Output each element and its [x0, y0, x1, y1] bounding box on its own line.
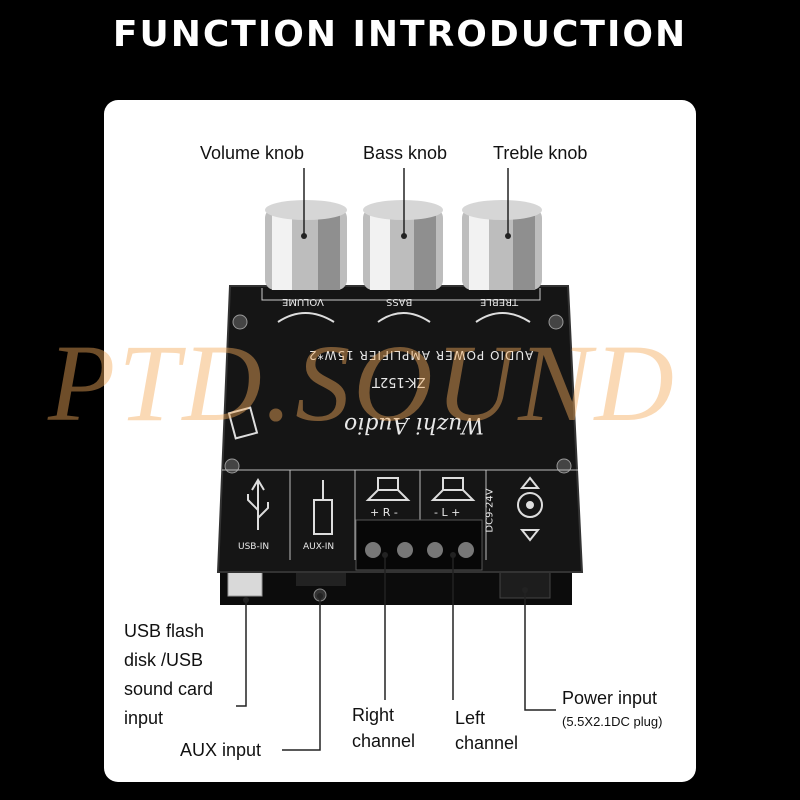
bass-arc	[377, 312, 431, 323]
watermark: PTD.SOUND	[48, 322, 677, 444]
volume-board-label: VOLUME	[282, 296, 324, 307]
volume-knob	[265, 200, 347, 290]
screw-icon	[224, 458, 240, 474]
terminal-screw	[365, 542, 381, 558]
treble-knob-label: Treble knob	[493, 143, 588, 163]
usb-icon	[247, 478, 269, 530]
sd-card-icon	[227, 406, 259, 440]
treble-board-label: TREBLE	[480, 296, 519, 307]
terminal-screw	[427, 542, 443, 558]
knob-label-border	[261, 288, 541, 301]
voltage-label: DC9-24V	[484, 488, 496, 533]
usb-callout-line4: input	[124, 708, 164, 728]
aux-icon	[313, 480, 333, 535]
aux-callout-label: AUX input	[180, 740, 262, 760]
power-input-label: Power input	[562, 688, 658, 708]
left-terminal-label: - L +	[434, 506, 461, 519]
treble-knob	[462, 200, 542, 290]
speaker-icon	[365, 477, 411, 501]
terminal-screw	[397, 542, 413, 558]
bass-knob	[363, 200, 443, 290]
board-top	[216, 285, 584, 573]
usb-callout-line1: USB flash	[124, 621, 205, 641]
left-channel-line2: channel	[455, 733, 519, 753]
speaker-icon	[430, 477, 476, 501]
volume-knob-label: Volume knob	[200, 143, 305, 163]
callout-dots	[243, 233, 528, 603]
terminal-screw	[458, 542, 474, 558]
bass-board-label: BASS	[386, 296, 413, 307]
right-channel-line1: Right	[352, 705, 395, 725]
page-title: FUNCTION INTRODUCTION	[112, 14, 688, 55]
usb-callout-line2: disk /USB	[124, 650, 204, 670]
right-channel-line2: channel	[352, 731, 416, 751]
usb-callout-line3: sound card	[124, 679, 214, 699]
screw-icon	[556, 458, 572, 474]
bass-knob-label: Bass knob	[363, 143, 448, 163]
power-plug-label: (5.5X2.1DC plug)	[562, 714, 663, 729]
left-channel-line1: Left	[455, 708, 486, 728]
callout-lines	[236, 168, 556, 751]
usb-port-label: USB-IN	[238, 542, 270, 552]
treble-arc	[475, 312, 531, 323]
volume-arc	[277, 312, 335, 323]
aux-port-label: AUX-IN	[303, 542, 335, 552]
screw-icon	[548, 314, 564, 330]
right-terminal-label: + R -	[370, 506, 398, 519]
dc-polarity-icon	[517, 476, 543, 542]
screw-icon	[232, 314, 248, 330]
